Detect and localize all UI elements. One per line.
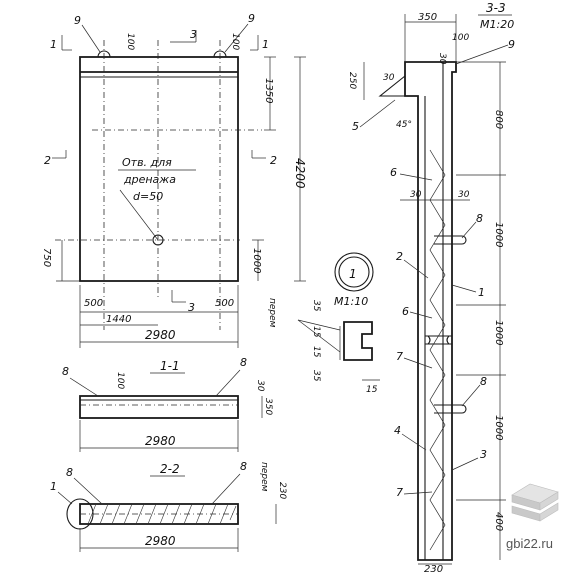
callout-8-right-s2: 8 xyxy=(240,460,247,473)
section-3-3-title: 3-3 xyxy=(486,1,506,15)
dim-2980-section-1: 2980 xyxy=(145,434,176,448)
wall-profile xyxy=(404,61,457,561)
detail-1: 1 М1:10 перем 35 15 15 35 15 xyxy=(267,252,380,395)
section-3-marker-bottom: 3 xyxy=(188,301,195,314)
callout-9-s3: 9 xyxy=(508,38,515,51)
watermark: gbi22.ru xyxy=(506,483,559,551)
dim-30-node-left: 30 xyxy=(410,190,422,200)
dim-100: 100 xyxy=(115,372,125,389)
detail-1-profile xyxy=(343,321,373,361)
callout-4: 4 xyxy=(394,424,401,437)
dim-35-bottom: 35 xyxy=(311,370,321,382)
note-line-1: Отв. для xyxy=(122,156,172,169)
dim-800: 800 xyxy=(493,110,504,129)
embedded-rod-upper xyxy=(434,235,467,245)
bracket-chamfer xyxy=(378,75,406,97)
detail-1-number: 1 xyxy=(349,267,357,281)
dim-500-left: 500 xyxy=(84,298,103,309)
callout-7-upper: 7 xyxy=(396,350,403,363)
dim-30-top: 30 xyxy=(437,53,447,65)
dim-230-s2: 230 xyxy=(277,482,287,499)
watermark-text: gbi22.ru xyxy=(506,536,553,551)
plan-view: Отв. для дренажа d=50 1 1 3 9 9 100 100 … xyxy=(41,12,307,348)
dim-1440: 1440 xyxy=(106,314,131,325)
dim-30: 30 xyxy=(255,380,265,392)
lifting-loop-left xyxy=(97,50,111,58)
section-1-1-body xyxy=(79,395,239,419)
dim-1000-a: 1000 xyxy=(493,222,504,247)
section-2-2: 2-2 1 8 8 перем 230 xyxy=(50,460,287,552)
drainage-hole xyxy=(152,234,164,246)
slab-outline xyxy=(79,56,239,282)
section-2-marker-right: 2 xyxy=(270,154,277,167)
dim-230-s3: 230 xyxy=(424,564,443,575)
note-line-3: d=50 xyxy=(133,190,163,203)
detail-1-scale: М1:10 xyxy=(334,295,368,308)
dim-500-right: 500 xyxy=(215,298,234,309)
callout-3: 3 xyxy=(480,448,487,461)
dim-perem-s2: перем xyxy=(259,462,269,492)
callout-8-right: 8 xyxy=(240,356,247,369)
section-2-marker-left: 2 xyxy=(44,154,51,167)
dim-30-bracket: 30 xyxy=(383,73,395,83)
dim-100-right: 100 xyxy=(230,33,240,50)
dim-750: 750 xyxy=(41,248,52,267)
callout-8-left-s2: 8 xyxy=(66,466,73,479)
callout-8-upper-s3: 8 xyxy=(476,212,483,225)
dim-100-left: 100 xyxy=(125,33,135,50)
callout-2: 2 xyxy=(396,250,403,263)
dim-4200: 4200 xyxy=(293,158,307,189)
dim-2980-section-2: 2980 xyxy=(145,534,176,548)
callout-9-right: 9 xyxy=(248,12,255,25)
dim-100-s3: 100 xyxy=(452,33,469,43)
embedded-rod-lower xyxy=(434,404,467,414)
section-2-2-title: 2-2 xyxy=(160,462,180,476)
callout-8-left: 8 xyxy=(62,365,69,378)
dim-30-node-right: 30 xyxy=(458,190,470,200)
callout-6-upper: 6 xyxy=(390,166,397,179)
callout-6-lower: 6 xyxy=(402,305,409,318)
callout-7-lower: 7 xyxy=(396,486,403,499)
callout-5: 5 xyxy=(352,120,359,133)
dim-2980-plan: 2980 xyxy=(145,328,176,342)
callout-9-left: 9 xyxy=(74,14,81,27)
dim-15-b: 15 xyxy=(311,346,321,358)
dim-250: 250 xyxy=(347,72,357,89)
note-line-2: дренажа xyxy=(123,173,176,186)
dim-1000: 1000 xyxy=(251,248,262,273)
callout-1-s3: 1 xyxy=(478,286,485,299)
dim-1350: 1350 xyxy=(263,78,274,103)
section-3-3: 3-3 М1:20 350 100 30 30 250 45° xyxy=(347,1,515,575)
dim-350: 350 xyxy=(263,398,273,415)
detail-1-circle xyxy=(334,252,374,292)
section-1-marker-right: 1 xyxy=(262,38,269,51)
dim-1000-c: 1000 xyxy=(493,415,504,440)
lifting-loop-right xyxy=(213,50,227,58)
section-1-1-title: 1-1 xyxy=(160,359,180,373)
section-3-3-scale: М1:20 xyxy=(480,18,514,31)
dim-400: 400 xyxy=(493,512,504,531)
dim-15-a: 15 xyxy=(311,326,321,338)
callout-8-lower-s3: 8 xyxy=(480,375,487,388)
dim-35-top: 35 xyxy=(311,300,321,312)
callout-1-section-2: 1 xyxy=(50,480,57,493)
dim-350-s3: 350 xyxy=(418,12,437,23)
dim-15-side: 15 xyxy=(366,385,378,395)
dim-perem-detail: перем xyxy=(267,298,277,328)
section-1-1: 1-1 8 8 100 30 350 2980 xyxy=(62,356,273,452)
section-3-marker-top: 3 xyxy=(190,28,197,41)
rebar-truss xyxy=(429,149,446,551)
dim-1000-b: 1000 xyxy=(493,320,504,345)
section-1-marker-left: 1 xyxy=(50,38,57,51)
slab-stack-icon xyxy=(511,483,559,522)
dim-45-degree: 45° xyxy=(396,120,412,130)
